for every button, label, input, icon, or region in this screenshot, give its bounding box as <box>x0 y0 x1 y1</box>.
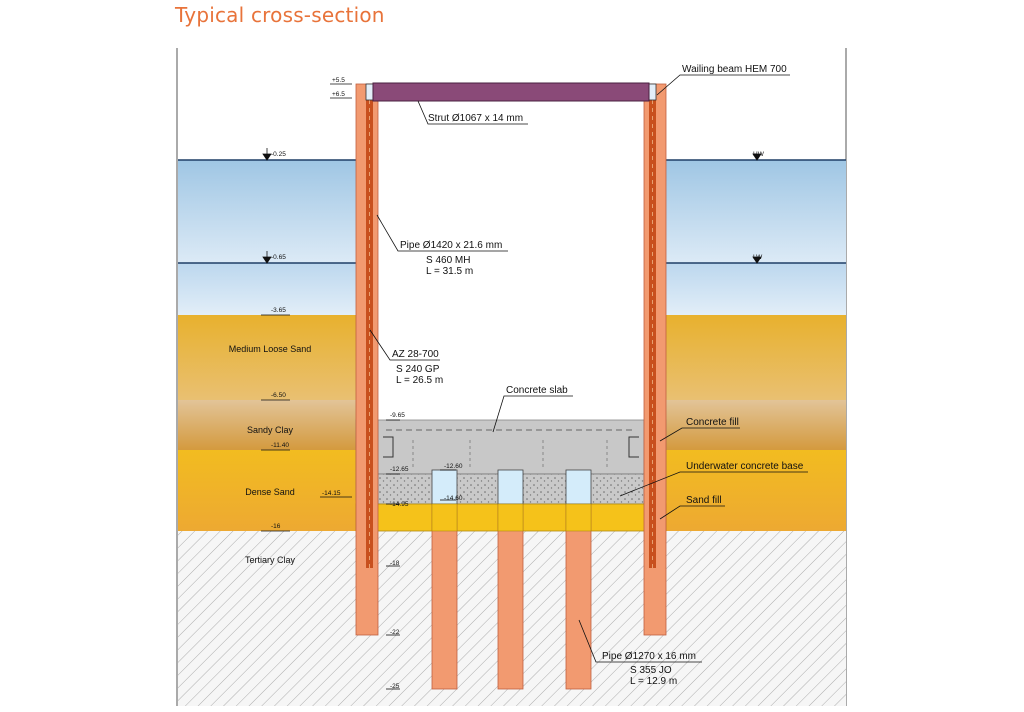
lw-marker-right <box>752 256 762 264</box>
main-wall-piles <box>355 83 667 636</box>
level-top1: +5.5 <box>332 77 345 84</box>
pipe-fill-2 <box>497 503 524 532</box>
annot-az-1: S 240 GP <box>396 364 440 375</box>
level-top2: +6.5 <box>332 91 345 98</box>
level-markers <box>261 83 762 690</box>
water-label-lw: LW <box>753 254 763 261</box>
leader-sand-fill <box>659 505 725 520</box>
annot-az-2: L = 26.5 m <box>396 375 443 386</box>
annot-concrete-fill: Concrete fill <box>686 417 739 428</box>
level-fill-left: -14.15 <box>322 490 341 497</box>
label-medium-loose-sand: Medium Loose Sand <box>229 344 312 354</box>
level-base-top: -12.65 <box>390 466 409 473</box>
leader-slab <box>492 395 573 433</box>
layer-labels: Medium Loose Sand Sandy Clay Dense Sand … <box>229 344 312 565</box>
hw-marker-right <box>752 153 762 161</box>
pipe-fill-3 <box>565 503 592 532</box>
strut <box>372 82 650 102</box>
level-pipe-head-bottom: -14.60 <box>444 495 463 502</box>
annot-pipe-main-1: S 460 MH <box>426 255 470 266</box>
bearing-pipe-2 <box>497 503 524 690</box>
level-dense-bottom: -16 <box>271 523 281 530</box>
annot-pipe-main-0: Pipe Ø1420 x 21.6 mm <box>400 240 502 251</box>
level-pipe-toe: -22 <box>390 629 400 636</box>
annot-sand-fill: Sand fill <box>686 495 722 506</box>
annot-slab: Concrete slab <box>506 385 568 396</box>
level-hw: -0.25 <box>271 151 286 158</box>
leader-pipe-main <box>376 214 508 252</box>
label-tertiary-clay: Tertiary Clay <box>245 555 296 565</box>
bearing-pipes <box>431 469 592 690</box>
excavation-void <box>378 101 644 420</box>
annot-pipe-bearing-0: Pipe Ø1270 x 16 mm <box>602 651 696 662</box>
pipe-fill-1 <box>431 503 458 532</box>
leader-concrete-fill <box>659 427 740 442</box>
level-labels: +5.5 +6.5 -0.25 -0.65 -3.65 -6.50 -11.40… <box>271 77 765 690</box>
leader-az <box>369 329 440 361</box>
annot-az-0: AZ 28-700 <box>392 349 439 360</box>
pipe-head-1 <box>431 469 458 505</box>
concrete-slab <box>377 419 645 475</box>
annot-pipe-bearing-2: L = 12.9 m <box>630 676 677 687</box>
connector-left <box>383 436 394 458</box>
annot-underwater-base: Underwater concrete base <box>686 461 804 472</box>
level-water-bottom: -3.65 <box>271 307 286 314</box>
annot-pipe-bearing-1: S 355 JO <box>630 665 672 676</box>
level-pile-toe: -25 <box>390 683 400 690</box>
level-sheet-toe: -18 <box>390 560 400 567</box>
level-slab-top: -9.65 <box>390 412 405 419</box>
leader-base <box>619 471 808 497</box>
bearing-pipe-3 <box>565 503 592 690</box>
label-dense-sand: Dense Sand <box>245 487 295 497</box>
leader-pipe-bearing <box>578 619 702 663</box>
level-base-bottom: -14.95 <box>390 501 409 508</box>
leader-waling <box>656 74 790 96</box>
page-title: Typical cross-section <box>175 3 385 27</box>
annot-pipe-main-2: L = 31.5 m <box>426 266 473 277</box>
bearing-pipe-1 <box>431 503 458 690</box>
level-pipe-head-top: -12.60 <box>444 463 463 470</box>
annotation-labels: Wailing beam HEM 700 Strut Ø1067 x 14 mm… <box>392 64 804 687</box>
water-label-hw: HW <box>753 151 765 158</box>
level-clay-bottom: -11.40 <box>271 442 289 449</box>
level-sand-bottom: -6.50 <box>271 392 286 399</box>
leader-strut <box>417 100 528 125</box>
label-sandy-clay: Sandy Clay <box>247 425 294 435</box>
connector-right <box>628 436 639 458</box>
pipe-head-2 <box>497 469 524 505</box>
pipe-head-3 <box>565 469 592 505</box>
annot-waling: Wailing beam HEM 700 <box>682 64 787 75</box>
level-lw: -0.65 <box>271 254 286 261</box>
annot-strut: Strut Ø1067 x 14 mm <box>428 113 523 124</box>
leader-lines <box>369 74 808 663</box>
